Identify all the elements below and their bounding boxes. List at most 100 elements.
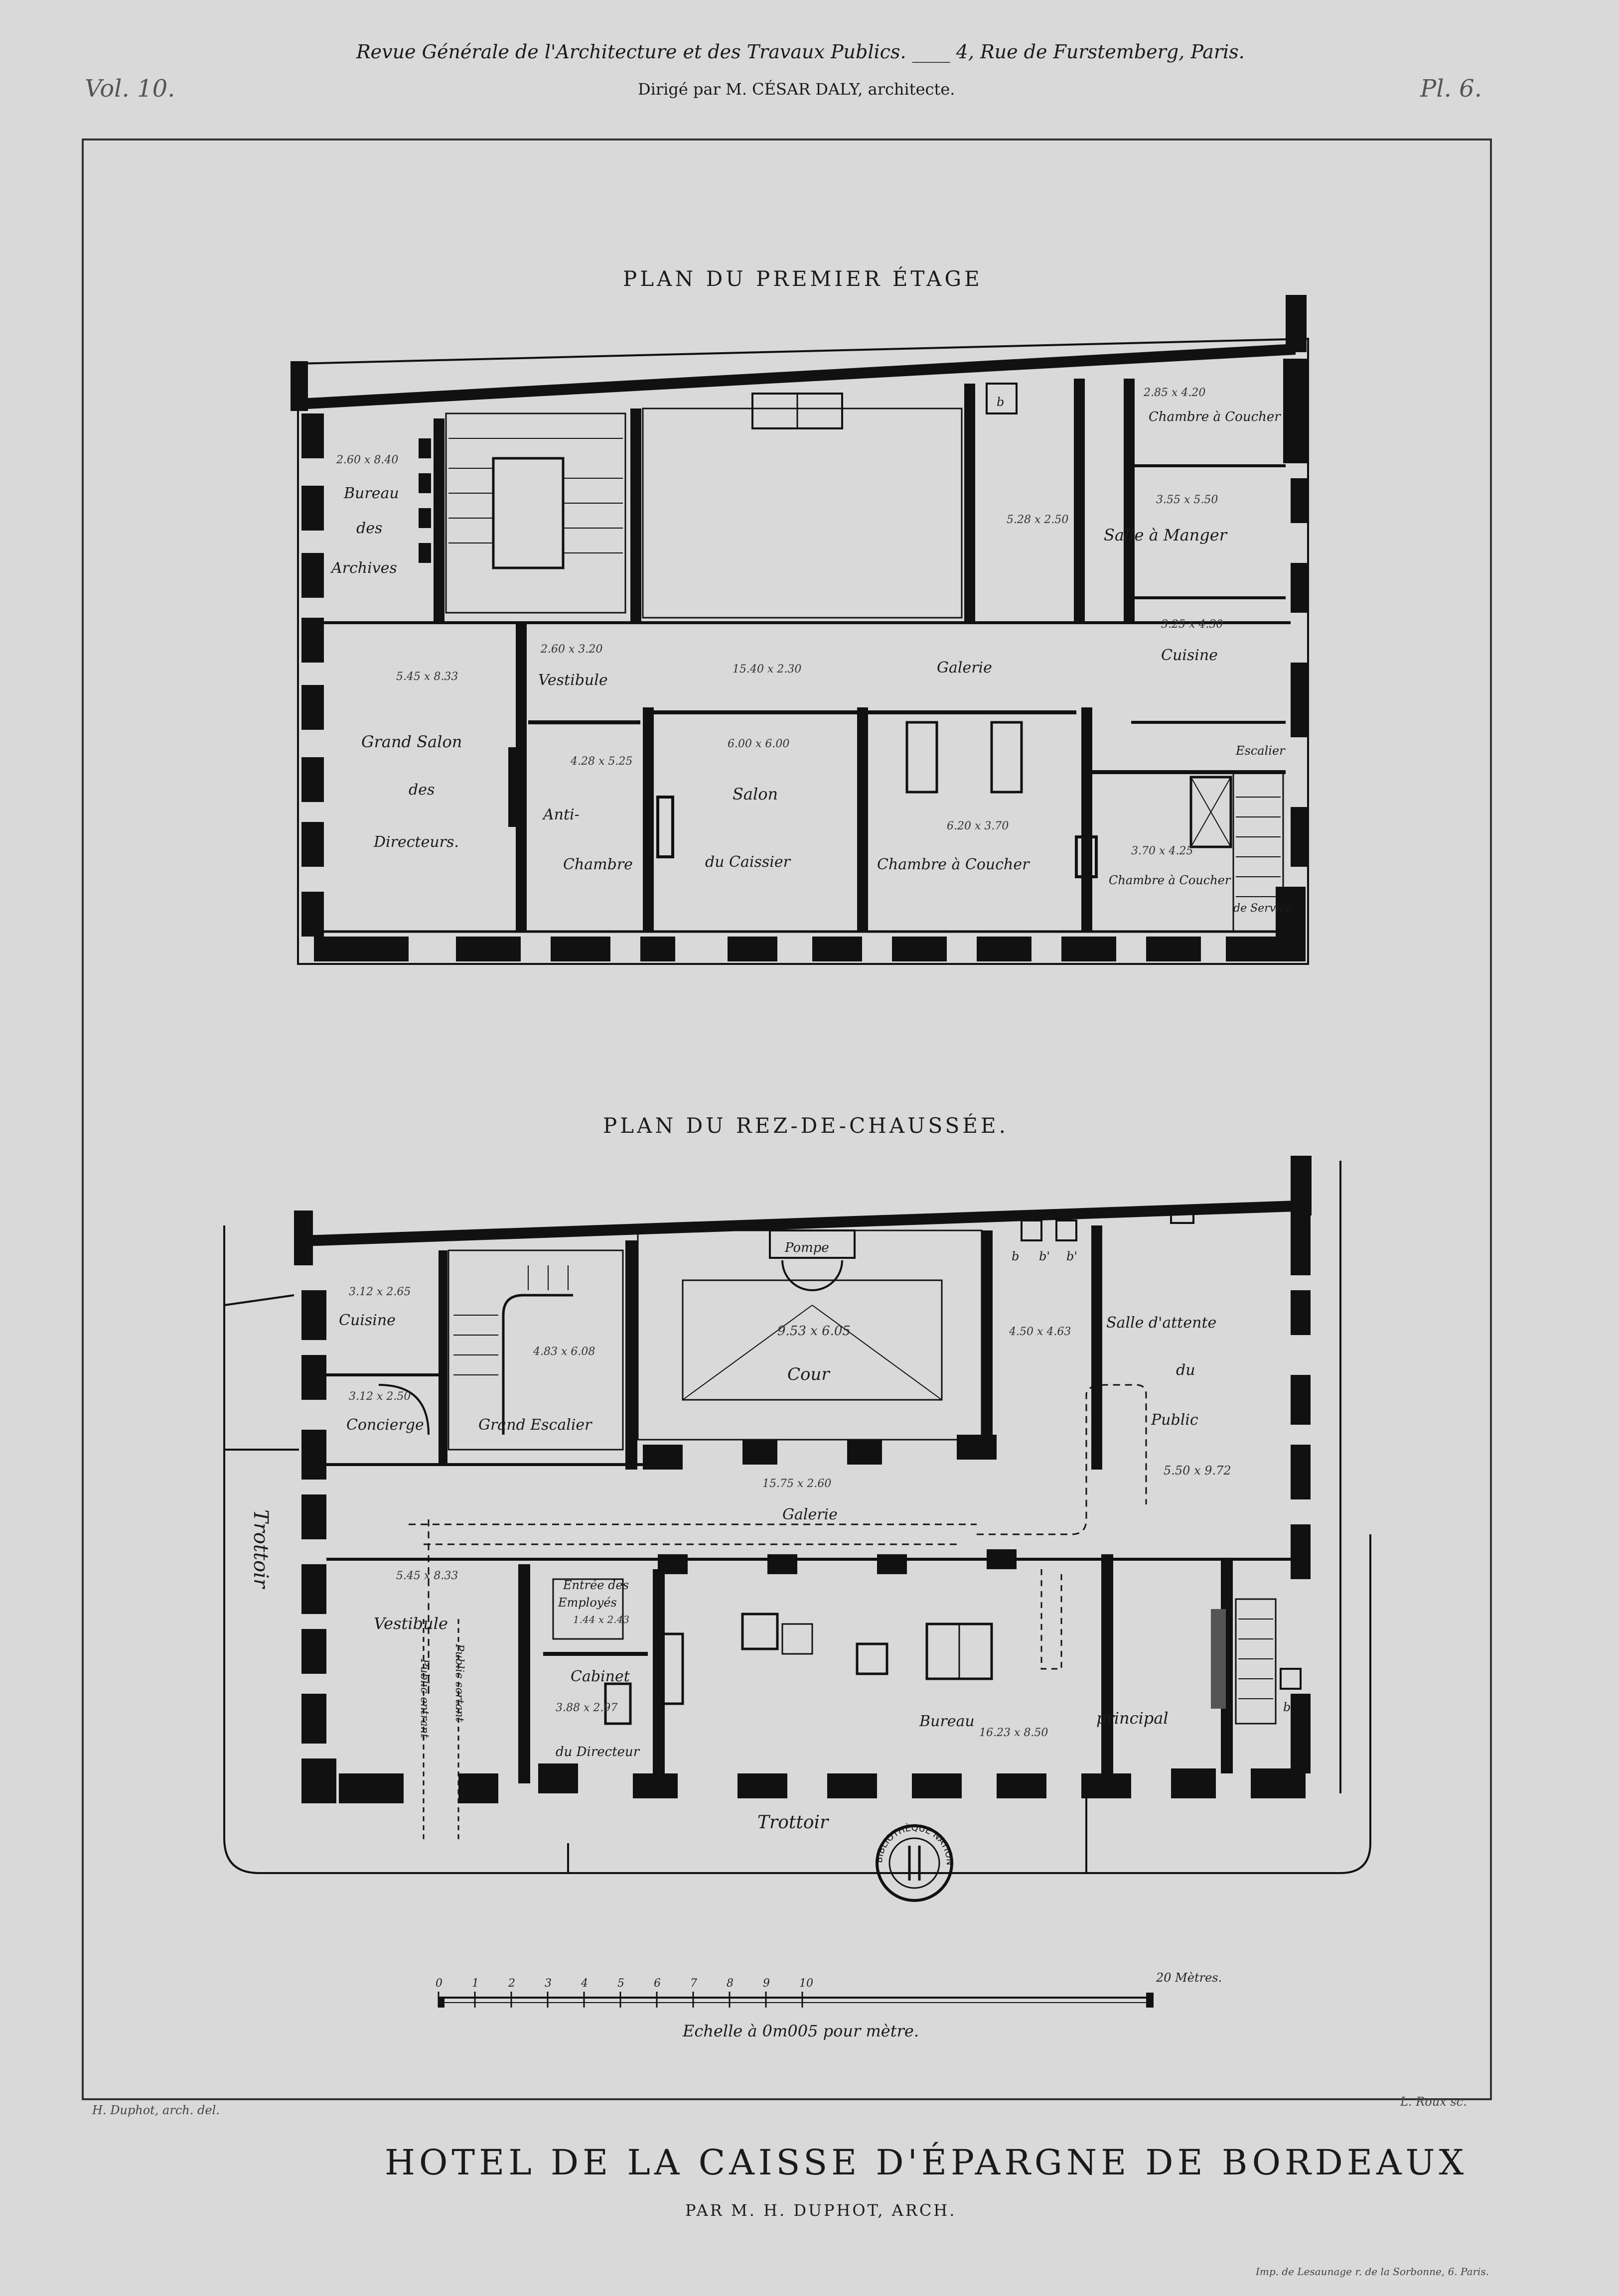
label-salon-2: du Caissier [705, 853, 791, 871]
scale-tick-label-3: 3 [545, 1977, 552, 1990]
label-entree-2: Employés [558, 1596, 617, 1610]
label-concierge: Concierge [346, 1416, 424, 1434]
lower-plan-labels: 3.12 x 2.65 Cuisine Pompe 9.53 x 6.05 Co… [249, 1240, 1291, 1833]
label-cabinet-1: Cabinet [571, 1668, 630, 1685]
label-chambre-right: Chambre à Coucher [1109, 873, 1231, 887]
scale-caption: Echelle à 0m005 pour mètre. [683, 2022, 919, 2040]
label-salle-manger-dim: 3.55 x 5.50 [1156, 494, 1218, 506]
scale-tick-label-10: 10 [799, 1977, 813, 1990]
label-salle-2: du [1176, 1361, 1195, 1379]
label-trottoir-left: Trottoir [249, 1509, 272, 1590]
label-salon-dim: 6.00 x 6.00 [728, 738, 789, 750]
plate-number: Pl. 6. [1420, 75, 1482, 103]
credit-right: L. Roux sc. [1400, 2095, 1467, 2109]
label-anti-dim: 4.28 x 5.25 [570, 755, 632, 768]
label-salle-manger: Salle à Manger [1104, 526, 1228, 544]
label-upper-b: b [997, 395, 1004, 409]
label-cabinet-2: du Directeur [556, 1745, 640, 1759]
label-b1: b [1012, 1249, 1019, 1263]
label-chambre-mid: Chambre à Coucher [877, 856, 1030, 873]
label-b3: b' [1066, 1249, 1077, 1263]
plate-frame [82, 138, 1492, 2100]
label-chambre-right-dim: 3.70 x 4.25 [1131, 845, 1193, 857]
label-grand-salon-dim: 5.45 x 8.33 [396, 671, 458, 683]
label-chambre-top-dim: 2.85 x 4.20 [1143, 387, 1205, 399]
scale-tick-label-4: 4 [581, 1977, 588, 1990]
scale-tick-label-7: 7 [690, 1977, 697, 1990]
label-bureau-2: principal [1096, 1709, 1169, 1728]
label-public-entrant: Public entrant [418, 1658, 431, 1738]
journal-director: Dirigé par M. CÉSAR DALY, architecte. [638, 80, 955, 99]
lower-plan-title: PLAN DU REZ-DE-CHAUSSÉE. [603, 1113, 1009, 1138]
label-public-sortant: Public sortant [453, 1643, 465, 1722]
label-anti-2: Chambre [563, 856, 633, 873]
label-anti-1: Anti- [542, 806, 580, 823]
label-concierge-dim: 3.12 x 2.50 [349, 1390, 411, 1403]
label-cour-dim: 9.53 x 6.05 [777, 1324, 851, 1339]
label-upper-galerie-dim: 15.40 x 2.30 [733, 663, 801, 675]
credit-left: H. Duphot, arch. del. [92, 2103, 220, 2117]
label-lower-galerie: Galerie [782, 1506, 838, 1523]
label-bureau-3: Archives [330, 559, 397, 577]
label-lower-cuisine-dim: 3.12 x 2.65 [349, 1286, 411, 1298]
label-b4: b [1283, 1700, 1291, 1714]
lower-plan [223, 1156, 1371, 1874]
label-upper-stair-dim: 5.28 x 2.50 [1007, 514, 1068, 526]
label-bureau-2: des [356, 520, 382, 537]
label-lower-galerie-dim: 15.75 x 2.60 [762, 1478, 831, 1490]
label-chambre-top: Chambre à Coucher [1149, 409, 1281, 424]
scale-tick-label-5: 5 [617, 1977, 624, 1990]
label-escalier-2: de Service [1233, 902, 1292, 915]
label-lower-right-dim: 4.50 x 4.63 [1009, 1326, 1071, 1338]
label-b2: b' [1039, 1249, 1050, 1263]
journal-title: Revue Générale de l'Architecture et des … [356, 41, 1245, 63]
printer-credit: Imp. de Lesaunage r. de la Sorbonne, 6. … [1256, 2266, 1489, 2278]
scale-tick-label-8: 8 [727, 1977, 734, 1990]
label-lower-stair-dim: 4.83 x 6.08 [533, 1346, 595, 1358]
label-salle-dim: 5.50 x 9.72 [1164, 1464, 1231, 1478]
label-entree-dim: 1.44 x 2.43 [573, 1614, 629, 1625]
label-vestibule-dim: 2.60 x 3.20 [540, 643, 602, 656]
label-cuisine-dim: 3.25 x 4.30 [1161, 618, 1223, 631]
label-upper-galerie: Galerie [937, 659, 992, 676]
label-pompe: Pompe [784, 1240, 829, 1255]
label-lower-vestibule-dim: 5.45 x 8.33 [396, 1570, 458, 1582]
label-bureau-dim: 16.23 x 8.50 [979, 1727, 1048, 1739]
label-chambre-mid-dim: 6.20 x 3.70 [947, 820, 1009, 832]
scale-tick-label-0: 0 [436, 1977, 442, 1990]
scale-tick-label-6: 6 [654, 1977, 661, 1990]
label-lower-cuisine: Cuisine [339, 1312, 396, 1329]
label-upper-vestibule: Vestibule [538, 672, 608, 689]
label-entree-1: Entrée des [563, 1578, 629, 1592]
scale-tick-label-1: 1 [472, 1977, 479, 1990]
scale-end-block [1146, 1993, 1154, 2008]
volume-number: Vol. 10. [85, 75, 175, 103]
label-grand-salon-2: des [409, 781, 435, 799]
upper-plan-labels: 2.60 x 8.40 Bureau des Archives 2.85 x 4… [330, 387, 1292, 915]
label-escalier-1: Escalier [1235, 744, 1286, 758]
label-trottoir-bottom: Trottoir [757, 1812, 829, 1833]
scale-tick-label-9: 9 [763, 1977, 770, 1990]
plate-title: HOTEL DE LA CAISSE D'ÉPARGNE DE BORDEAUX [385, 2142, 1468, 2183]
label-grand-escalier: Grand Escalier [478, 1416, 592, 1434]
scale-bar: 20 Mètres. 0 1 2 3 4 5 6 7 8 9 10 [436, 1971, 1222, 2008]
label-lower-vestibule: Vestibule [374, 1614, 448, 1633]
label-bureau-1: Bureau [343, 485, 399, 502]
label-cabinet-dim: 3.88 x 2.97 [556, 1702, 617, 1714]
label-upper-cuisine: Cuisine [1161, 647, 1218, 664]
label-grand-salon-3: Directeurs. [373, 833, 459, 851]
label-salle-1: Salle d'attente [1106, 1314, 1216, 1332]
scale-end-label: 20 Mètres. [1156, 1971, 1222, 1985]
upper-plan-title: PLAN DU PREMIER ÉTAGE [623, 267, 983, 291]
label-cour: Cour [787, 1364, 830, 1384]
label-salon-1: Salon [733, 785, 778, 804]
label-bureau-archives-dim: 2.60 x 8.40 [336, 454, 398, 466]
scale-tick-label-2: 2 [508, 1977, 515, 1990]
label-salle-3: Public [1151, 1411, 1198, 1429]
upper-plan [291, 295, 1309, 965]
label-bureau-1: Bureau [919, 1713, 975, 1730]
plate-subtitle: PAR M. H. DUPHOT, ARCH. [685, 2201, 957, 2220]
label-grand-salon-1: Grand Salon [361, 732, 462, 751]
scale-start-block [439, 1998, 444, 2008]
